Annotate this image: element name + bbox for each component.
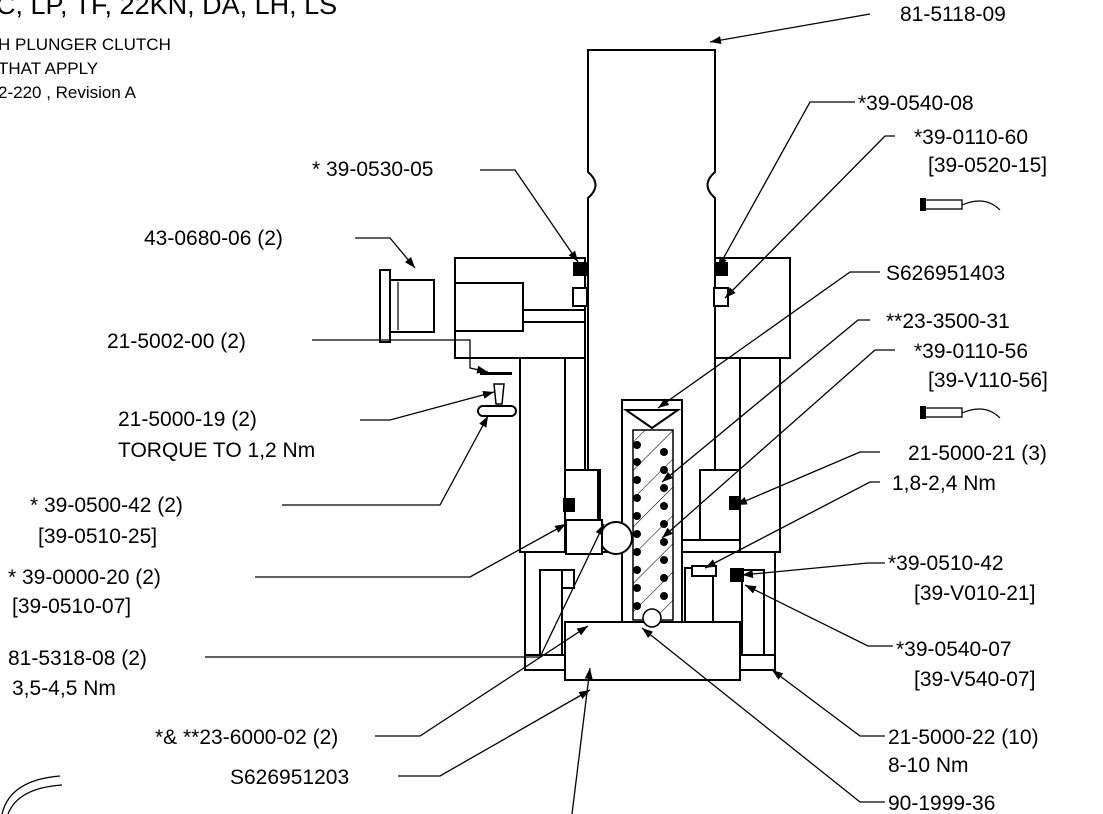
label-90-1999-36: 90-1999-36 bbox=[888, 792, 995, 814]
callout-labels: 81-5118-09 *39-0540-08 *39-0110-60 [39-0… bbox=[8, 3, 1048, 814]
label-39-v540-07: [39-V540-07] bbox=[914, 668, 1035, 691]
label-torque-1-2: TORQUE TO 1,2 Nm bbox=[118, 439, 315, 462]
label-s626951203: S626951203 bbox=[230, 766, 349, 789]
port-plug bbox=[379, 269, 435, 343]
leader-lines bbox=[205, 13, 895, 814]
label-39-0520-15: [39-0520-15] bbox=[928, 154, 1047, 177]
drawing-title: C, LP, TF, 22KN, DA, LH, LS bbox=[0, 0, 337, 20]
partial-circle-mark bbox=[1, 775, 63, 814]
label-81-5118-09: 81-5118-09 bbox=[900, 3, 1006, 26]
label-39-0510-42: *39-0510-42 bbox=[888, 552, 1004, 575]
label-23-6000-02: *& **23-6000-02 (2) bbox=[155, 726, 338, 749]
seal-tool-icon bbox=[920, 198, 1001, 211]
label-21-5000-19: 21-5000-19 (2) bbox=[118, 408, 257, 431]
label-39-0530-05: * 39-0530-05 bbox=[312, 158, 433, 181]
label-39-0540-08: *39-0540-08 bbox=[858, 92, 974, 115]
label-21-5000-21: 21-5000-21 (3) bbox=[908, 442, 1047, 465]
label-torque-1-8: 1,8-2,4 Nm bbox=[892, 472, 996, 495]
valve-ball-assembly bbox=[561, 519, 744, 589]
rod-seals bbox=[563, 262, 741, 512]
label-39-0510-07: [39-0510-07] bbox=[12, 595, 131, 618]
label-39-0110-56: *39-0110-56 bbox=[914, 340, 1028, 363]
label-23-3500-31: **23-3500-31 bbox=[886, 310, 1010, 333]
header-line-3: 2-220 , Revision A bbox=[0, 83, 137, 102]
seal-tool-icon bbox=[920, 406, 1001, 419]
label-39-0110-60: *39-0110-60 bbox=[914, 126, 1028, 149]
label-21-5002-00: 21-5002-00 (2) bbox=[107, 330, 246, 353]
label-39-0500-42: * 39-0500-42 (2) bbox=[30, 494, 183, 517]
screw-and-pin bbox=[477, 372, 517, 417]
label-39-0510-25: [39-0510-25] bbox=[38, 525, 157, 548]
label-39-0540-07: *39-0540-07 bbox=[896, 638, 1012, 661]
header-line-1: H PLUNGER CLUTCH bbox=[0, 35, 171, 54]
label-21-5000-22: 21-5000-22 (10) bbox=[888, 726, 1039, 749]
label-torque-3-5: 3,5-4,5 Nm bbox=[12, 677, 116, 700]
label-torque-8-10: 8-10 Nm bbox=[888, 754, 969, 777]
label-81-5318-08: 81-5318-08 (2) bbox=[8, 647, 147, 670]
label-s626951403: S626951403 bbox=[886, 262, 1005, 285]
label-39-0000-20: * 39-0000-20 (2) bbox=[8, 566, 161, 589]
label-39-v010-21: [39-V010-21] bbox=[914, 582, 1035, 605]
label-43-0680-06: 43-0680-06 (2) bbox=[144, 227, 283, 250]
header-line-2: THAT APPLY bbox=[0, 59, 98, 78]
label-39-v110-56: [39-V110-56] bbox=[928, 369, 1048, 392]
